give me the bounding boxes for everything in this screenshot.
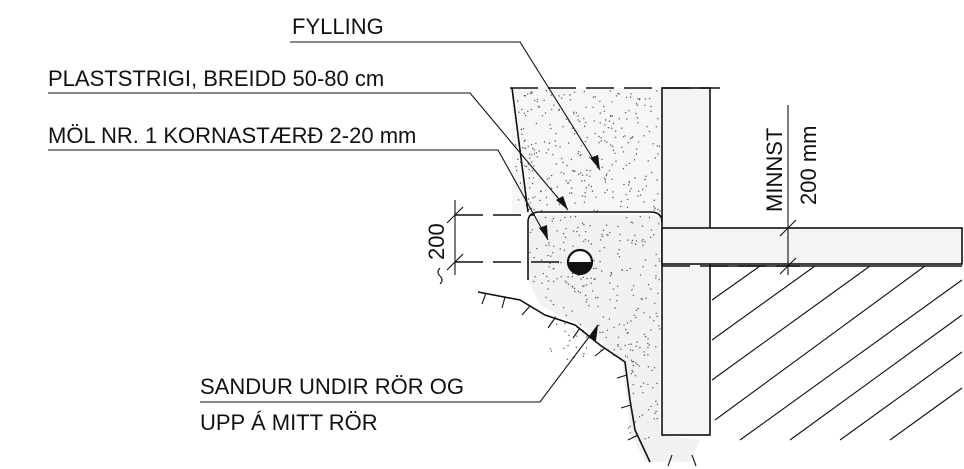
- leader-plastic: [48, 92, 569, 211]
- leader-gravel-arrow: [539, 225, 548, 240]
- dim-tick-bottom: [446, 253, 464, 271]
- stipple-dots: [515, 90, 661, 440]
- leader-fill: [290, 41, 601, 171]
- gravel-sand-fill-zone: [528, 215, 700, 462]
- leader-fill-arrow: [590, 155, 600, 170]
- label-min-word: MINNST: [762, 128, 787, 212]
- label-sand-line2: UPP Á MITT RÖR: [200, 410, 378, 435]
- dim-200-tilde: [437, 267, 443, 285]
- label-plastic-strip: PLASTSTRIGI, BREIDD 50-80 cm: [48, 66, 384, 91]
- min-dim-tick-top: [779, 219, 797, 237]
- label-sand-line1: SANDUR UNDIR RÖR OG: [200, 374, 464, 399]
- label-dim-200: 200: [424, 223, 449, 260]
- label-fill: FYLLING: [292, 14, 384, 39]
- drain-pipe-half-fill: [568, 262, 592, 274]
- fill-left-edge: [511, 87, 529, 213]
- floor-slab: [661, 227, 963, 265]
- label-min-value: 200 mm: [796, 126, 821, 205]
- leader-gravel: [48, 149, 549, 241]
- label-gravel: MÖL NR. 1 KORNASTÆRÐ 2-20 mm: [48, 123, 416, 148]
- leader-plastic-arrow: [556, 196, 568, 210]
- ground-hatching: [711, 265, 963, 441]
- fill-zone: [512, 88, 662, 213]
- leader-sand: [200, 324, 599, 403]
- ground-line: [477, 291, 651, 463]
- plastic-strip-line: [527, 211, 663, 280]
- ground-ticks: [481, 292, 697, 467]
- dim-tick-top: [446, 206, 464, 224]
- leader-sand-arrow: [589, 325, 598, 341]
